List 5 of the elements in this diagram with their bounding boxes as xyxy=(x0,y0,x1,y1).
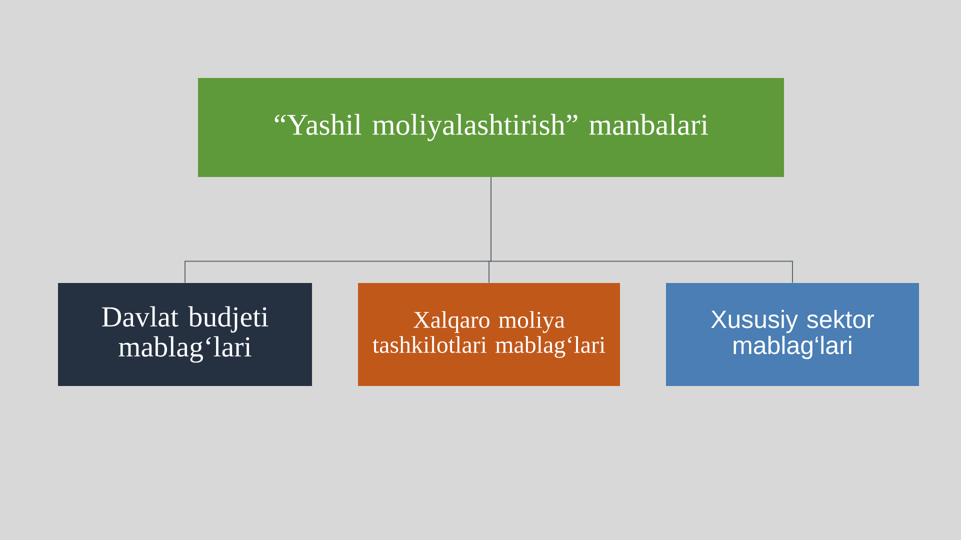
connector-line xyxy=(490,176,793,284)
category-box: Xususiy sektor mablag‘lari xyxy=(666,283,919,386)
category-box: Xalqaro moliya tashkilotlari mablag‘lari xyxy=(358,283,620,386)
category-box: Davlat budjeti mablag‘lari xyxy=(58,283,312,386)
category-box: “Yashil moliyalashtirish” manbalari xyxy=(198,78,784,177)
